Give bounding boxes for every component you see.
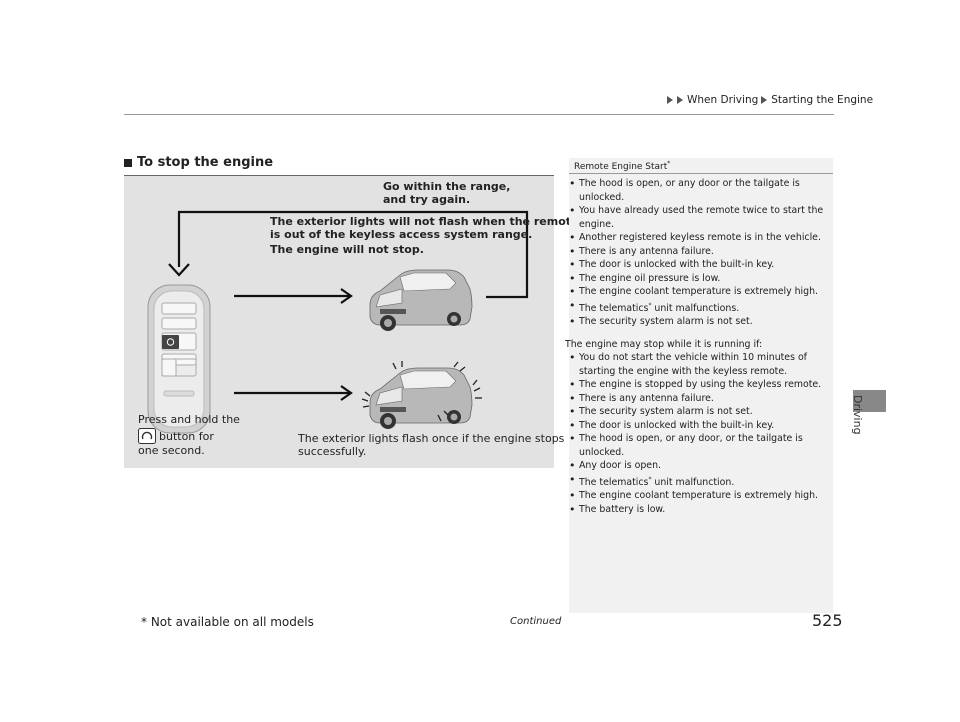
arrow-right-icon bbox=[677, 96, 683, 104]
list-item: The security system alarm is not set. bbox=[565, 315, 833, 329]
engine-start-button-icon bbox=[138, 428, 156, 444]
sidebox-divider bbox=[569, 173, 833, 174]
list-item: The telematics* unit malfunctions. bbox=[565, 299, 833, 316]
list-item: The door is unlocked with the built-in k… bbox=[565, 258, 833, 272]
car-flashing-icon bbox=[361, 361, 482, 429]
square-bullet-icon bbox=[124, 158, 132, 167]
list-item: There is any antenna failure. bbox=[565, 392, 833, 406]
arrow-to-car-top bbox=[234, 288, 353, 304]
arrow-right-icon bbox=[761, 96, 768, 104]
list-item: The engine is stopped by using the keyle… bbox=[565, 378, 833, 392]
breadcrumb: When Driving Starting the Engine bbox=[667, 94, 873, 106]
list-item: Another registered keyless remote is in … bbox=[565, 231, 833, 245]
chapter-tab-marker bbox=[853, 390, 886, 412]
list-item: The telematics* unit malfunction. bbox=[565, 473, 833, 490]
header-divider bbox=[124, 114, 834, 115]
sidebox-title: Remote Engine Start* bbox=[574, 160, 671, 172]
illustration-diagram bbox=[147, 210, 529, 434]
chapter-tab-label: Driving bbox=[851, 395, 864, 435]
section-title: To stop the engine bbox=[124, 155, 273, 170]
list-item: There is any antenna failure. bbox=[565, 245, 833, 259]
list-item: The engine coolant temperature is extrem… bbox=[565, 285, 833, 299]
footnote: * Not available on all models bbox=[141, 615, 314, 629]
list-item: The battery is low. bbox=[565, 503, 833, 517]
list-item: Any door is open. bbox=[565, 459, 833, 473]
page-number: 525 bbox=[812, 611, 843, 630]
list-item: You do not start the vehicle within 10 m… bbox=[565, 351, 833, 378]
arrow-right-icon bbox=[667, 96, 673, 104]
continued-label: Continued bbox=[510, 616, 562, 627]
sidebox-content: The hood is open, or any door or the tai… bbox=[565, 177, 833, 516]
list-item: The door is unlocked with the built-in k… bbox=[565, 419, 833, 433]
loop-arrow-line bbox=[177, 210, 529, 299]
list-item: The hood is open, or any door or the tai… bbox=[565, 177, 833, 204]
car-no-flash-icon bbox=[369, 269, 473, 331]
label-no-flash: The exterior lights will not flash when … bbox=[270, 215, 579, 256]
sidebox-paragraph: The engine may stop while it is running … bbox=[565, 338, 763, 350]
key-fob-icon bbox=[147, 284, 211, 434]
conditions-list: The hood is open, or any door or the tai… bbox=[565, 177, 833, 329]
label-go-within-range: Go within the range, and try again. bbox=[383, 180, 511, 206]
list-item: The engine oil pressure is low. bbox=[565, 272, 833, 286]
list-item: The engine coolant temperature is extrem… bbox=[565, 489, 833, 503]
arrow-to-car-bottom bbox=[234, 385, 353, 401]
label-press-and-hold: Press and hold the button for one second… bbox=[138, 413, 240, 457]
breadcrumb-item: When Driving bbox=[687, 94, 759, 106]
list-item: You have already used the remote twice t… bbox=[565, 204, 833, 231]
label-flash-once: The exterior lights flash once if the en… bbox=[298, 432, 565, 458]
list-item: The hood is open, or any door, or the ta… bbox=[565, 432, 833, 459]
stop-conditions-list: You do not start the vehicle within 10 m… bbox=[565, 351, 833, 516]
loop-arrow-head bbox=[168, 263, 190, 277]
breadcrumb-item: Starting the Engine bbox=[771, 94, 874, 106]
section-title-text: To stop the engine bbox=[137, 155, 274, 170]
list-item: The security system alarm is not set. bbox=[565, 405, 833, 419]
flash-marks-icon bbox=[361, 361, 482, 422]
